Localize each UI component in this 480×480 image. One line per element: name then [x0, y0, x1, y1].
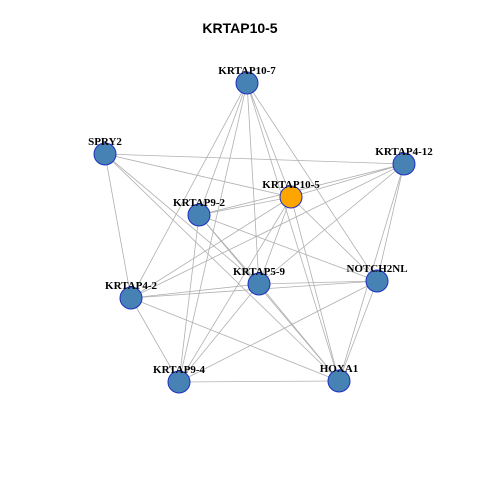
- edge-krtap10-5-hoxa1: [290, 196, 340, 382]
- edge-krtap4-12-krtap9-2: [198, 163, 405, 216]
- node-spry2[interactable]: [93, 142, 117, 166]
- node-krtap9-4[interactable]: [167, 370, 191, 394]
- node-krtap5-9[interactable]: [247, 272, 271, 296]
- edge-krtap4-12-krtap5-9: [258, 163, 405, 285]
- node-label-hoxa1: HOXA1: [320, 363, 359, 375]
- edge-spry2-krtap5-9: [104, 153, 260, 285]
- node-label-krtap10-7: KRTAP10-7: [218, 65, 276, 77]
- edge-krtap4-12-krtap4-2: [130, 163, 405, 299]
- edge-krtap10-7-krtap9-2: [198, 82, 248, 216]
- edge-spry2-krtap4-12: [104, 153, 405, 165]
- edge-notch2nl-hoxa1: [338, 280, 378, 382]
- node-label-krtap10-5: KRTAP10-5: [262, 179, 320, 191]
- edge-krtap10-5-krtap5-9: [258, 196, 292, 285]
- node-label-krtap9-4: KRTAP9-4: [153, 364, 205, 376]
- node-label-spry2: SPRY2: [88, 136, 122, 148]
- edge-krtap10-5-notch2nl: [290, 196, 378, 282]
- edge-krtap5-9-notch2nl: [258, 280, 378, 285]
- node-label-notch2nl: NOTCH2NL: [346, 263, 407, 275]
- edge-spry2-hoxa1: [104, 153, 340, 382]
- node-label-krtap4-2: KRTAP4-2: [105, 280, 157, 292]
- edge-notch2nl-krtap9-4: [178, 280, 378, 383]
- edge-krtap9-2-krtap9-4: [178, 214, 200, 383]
- edge-krtap10-7-notch2nl: [246, 82, 378, 282]
- edge-krtap10-5-krtap9-2: [198, 196, 292, 216]
- edge-krtap10-5-krtap4-2: [130, 196, 292, 299]
- node-label-krtap5-9: KRTAP5-9: [233, 266, 285, 278]
- node-label-krtap4-12: KRTAP4-12: [375, 146, 433, 158]
- edge-krtap9-2-notch2nl: [198, 214, 378, 282]
- edge-layer: [104, 82, 405, 383]
- edge-krtap10-7-krtap5-9: [246, 82, 260, 285]
- edge-spry2-krtap4-2: [104, 153, 132, 299]
- edge-krtap10-7-krtap10-5: [246, 82, 292, 198]
- edge-krtap4-2-krtap9-4: [130, 297, 180, 383]
- edge-krtap10-7-hoxa1: [246, 82, 340, 382]
- node-krtap10-7[interactable]: [235, 71, 259, 95]
- node-layer: [93, 71, 416, 394]
- node-krtap4-2[interactable]: [119, 286, 143, 310]
- edge-krtap10-5-krtap9-4: [178, 196, 292, 383]
- graph-title: KRTAP10-5: [202, 20, 278, 36]
- edge-krtap9-4-hoxa1: [178, 380, 340, 383]
- edge-spry2-krtap10-5: [104, 153, 292, 198]
- edge-krtap10-7-krtap4-2: [130, 82, 248, 299]
- edge-krtap4-12-notch2nl: [376, 163, 405, 282]
- node-hoxa1[interactable]: [327, 369, 351, 393]
- node-label-krtap9-2: KRTAP9-2: [173, 197, 225, 209]
- node-notch2nl[interactable]: [365, 269, 389, 293]
- edge-krtap10-7-krtap9-4: [178, 82, 248, 383]
- edge-krtap5-9-hoxa1: [258, 283, 340, 382]
- node-krtap4-12[interactable]: [392, 152, 416, 176]
- node-krtap9-2[interactable]: [187, 203, 211, 227]
- label-layer: KRTAP10-7SPRY2KRTAP4-12KRTAP10-5KRTAP9-2…: [88, 65, 433, 376]
- edge-krtap5-9-krtap4-2: [130, 283, 260, 299]
- edge-krtap4-2-hoxa1: [130, 297, 340, 382]
- node-krtap10-5[interactable]: [279, 185, 303, 209]
- edge-krtap4-12-krtap10-5: [290, 163, 405, 198]
